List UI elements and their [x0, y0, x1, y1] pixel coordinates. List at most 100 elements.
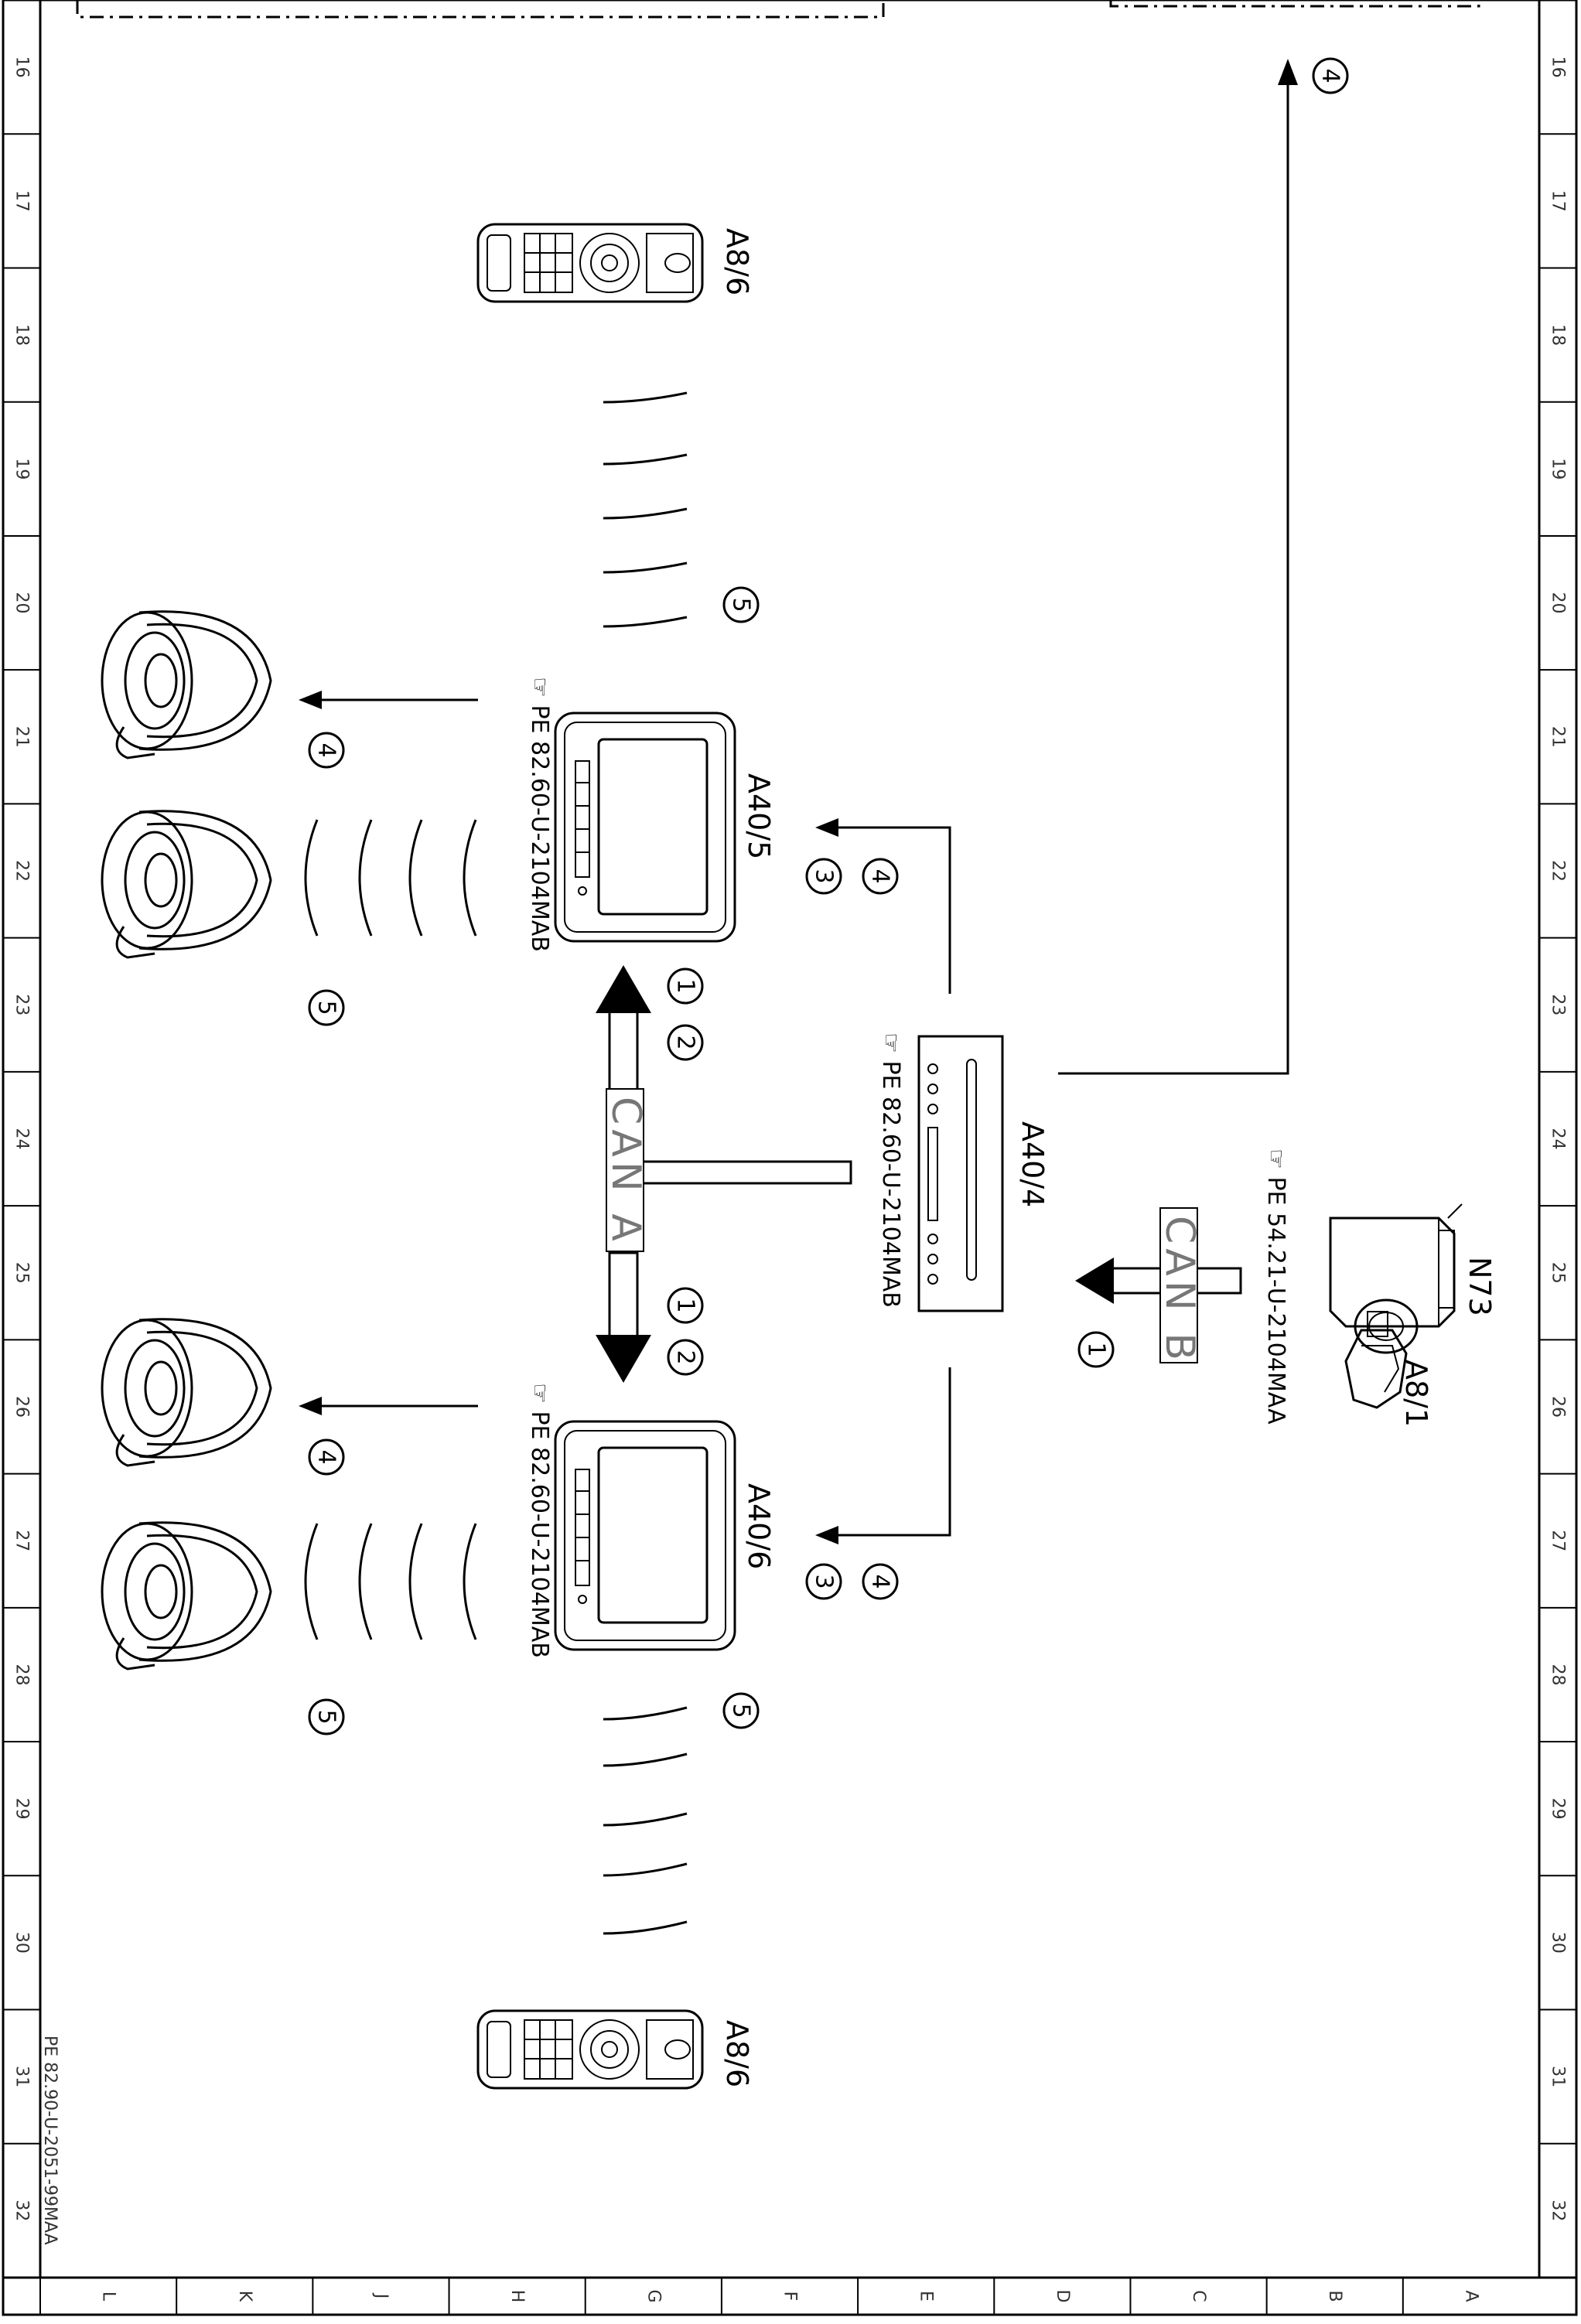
- frame-column-label-29-right: 29: [1549, 1798, 1568, 1820]
- frame-column-label-21-right: 21: [1549, 726, 1568, 748]
- callouts-3-4-a40-5: 4 3: [805, 858, 899, 895]
- label-a8-1: A8/1: [1399, 1360, 1433, 1427]
- frame-row-label-H: H: [507, 2290, 527, 2303]
- frame-column-label-16-left: 16: [12, 56, 32, 78]
- frame-column-label-28-left: 28: [12, 1664, 32, 1685]
- frame-column-label-32-right: 32: [1549, 2199, 1568, 2221]
- document-id: PE 82.90-U-2051-99MAA: [40, 2036, 60, 2245]
- rear-display-a40-5: [554, 712, 736, 943]
- wireless-waves-headphones-lower: [304, 1523, 477, 1640]
- av-line-a40-4-to-a40-5: [815, 818, 951, 994]
- ir-signal-waves-top: [603, 391, 688, 628]
- callout-5-headphones-upper: 5: [308, 989, 345, 1026]
- svg-text:2: 2: [672, 1035, 699, 1049]
- headphones-a40-6-set-1: [101, 1318, 272, 1467]
- callout-5-bottom-waves: 5: [722, 1692, 760, 1729]
- svg-text:1: 1: [1083, 1342, 1110, 1357]
- callouts-1-2-can-a-upper: 1 2: [667, 967, 704, 1061]
- frame-column-label-23-left: 23: [12, 994, 32, 1015]
- frame-column-label-25-right: 25: [1549, 1262, 1568, 1284]
- frame-column-label-21-left: 21: [12, 726, 32, 748]
- svg-text:5: 5: [728, 597, 755, 612]
- callout-5-top-waves: 5: [722, 586, 760, 623]
- ref-a40-4: ☞ PE 82.60-U-2104MAB: [877, 1032, 904, 1308]
- label-a40-4: A40/4: [1016, 1121, 1050, 1207]
- headphones-a40-5-set-1: [101, 610, 272, 759]
- svg-text:5: 5: [313, 1709, 340, 1724]
- label-a8-6-bottom: A8/6: [720, 2020, 754, 2087]
- svg-text:3: 3: [811, 1574, 838, 1589]
- callouts-1-2-can-a-lower: 1 2: [667, 1287, 704, 1376]
- frame-row-label-C: C: [1189, 2290, 1208, 2302]
- svg-text:4: 4: [867, 1574, 894, 1589]
- frame-column-label-26-right: 26: [1549, 1396, 1568, 1418]
- arrow-a40-5-to-headphones: [299, 691, 478, 709]
- frame-column-label-27-right: 27: [1549, 1530, 1568, 1551]
- frame-column-label-24-right: 24: [1549, 1128, 1568, 1150]
- ref-a40-5: ☞ PE 82.60-U-2104MAB: [526, 677, 553, 952]
- label-a8-6-top: A8/6: [720, 228, 754, 295]
- svg-text:4: 4: [867, 869, 894, 883]
- dvd-changer-a40-4: [917, 1035, 1004, 1312]
- callout-4-top: 4: [1312, 57, 1349, 94]
- frame-column-label-18-right: 18: [1549, 324, 1568, 346]
- frame-column-label-24-left: 24: [12, 1128, 32, 1150]
- frame-column-label-26-left: 26: [12, 1396, 32, 1418]
- can-a-bus: CAN A: [596, 965, 852, 1383]
- frame-column-label-29-left: 29: [12, 1798, 32, 1820]
- frame-column-label-17-right: 17: [1549, 190, 1568, 212]
- dashed-continuation-box-right: [1109, 0, 1480, 8]
- can-b-bus: CAN B: [1075, 1207, 1242, 1365]
- frame-row-label-F: F: [780, 2292, 800, 2302]
- frame-column-label-20-right: 20: [1549, 592, 1568, 614]
- frame-row-label-A: A: [1461, 2290, 1480, 2302]
- svg-text:5: 5: [313, 1000, 340, 1015]
- frame-row-label-G: G: [644, 2289, 663, 2302]
- frame-column-label-31-left: 31: [12, 2066, 32, 2087]
- wireless-waves-headphones-upper: [304, 819, 477, 937]
- svg-text:3: 3: [811, 869, 838, 883]
- svg-text:5: 5: [728, 1703, 755, 1718]
- frame-column-label-19-left: 19: [12, 458, 32, 479]
- callouts-3-4-a40-6: 4 3: [805, 1563, 899, 1600]
- frame-row-label-D: D: [1053, 2290, 1072, 2303]
- svg-text:4: 4: [313, 742, 340, 757]
- frame-column-label-20-left: 20: [12, 592, 32, 614]
- label-a40-6: A40/6: [742, 1483, 776, 1569]
- callout-4-headphones-upper: 4: [308, 732, 345, 769]
- frame-row-label-J: J: [371, 2292, 391, 2299]
- label-a40-5: A40/5: [742, 773, 776, 859]
- ir-signal-waves-bottom: [603, 1706, 688, 1935]
- frame-row-label-K: K: [235, 2291, 254, 2302]
- callout-1-can-b: 1: [1077, 1331, 1115, 1368]
- frame-row-label-L: L: [99, 2292, 118, 2302]
- frame-column-label-31-right: 31: [1549, 2066, 1568, 2087]
- ref-a40-6: ☞ PE 82.60-U-2104MAB: [526, 1383, 553, 1658]
- can-b-label: CAN B: [1156, 1216, 1203, 1365]
- frame-column-label-32-left: 32: [12, 2199, 32, 2221]
- frame-column-label-18-left: 18: [12, 324, 32, 346]
- can-a-label: CAN A: [603, 1097, 649, 1246]
- svg-text:1: 1: [672, 1298, 699, 1312]
- frame-column-label-19-right: 19: [1549, 458, 1568, 479]
- rear-display-a40-6: [554, 1420, 736, 1651]
- frame-column-label-22-left: 22: [12, 860, 32, 882]
- frame-column-label-30-left: 30: [12, 1932, 32, 1954]
- remote-control-a8-6-bottom: [476, 2009, 704, 2090]
- dashed-continuation-box-left: [76, 0, 885, 19]
- svg-text:2: 2: [672, 1350, 699, 1364]
- output-line-to-upper-circuit: [1058, 59, 1298, 1075]
- frame-column-label-22-right: 22: [1549, 860, 1568, 882]
- svg-text:1: 1: [672, 978, 699, 993]
- frame-row-label-E: E: [917, 2291, 936, 2302]
- callout-5-headphones-lower: 5: [308, 1698, 345, 1735]
- av-line-a40-4-to-a40-6: [815, 1367, 951, 1544]
- callout-4-headphones-lower: 4: [308, 1438, 345, 1476]
- frame-column-label-30-right: 30: [1549, 1932, 1568, 1954]
- frame-column-label-17-left: 17: [12, 190, 32, 212]
- key-a8-1: [1344, 1311, 1408, 1409]
- ref-n73: ☞ PE 54.21-U-2104MAA: [1262, 1148, 1289, 1425]
